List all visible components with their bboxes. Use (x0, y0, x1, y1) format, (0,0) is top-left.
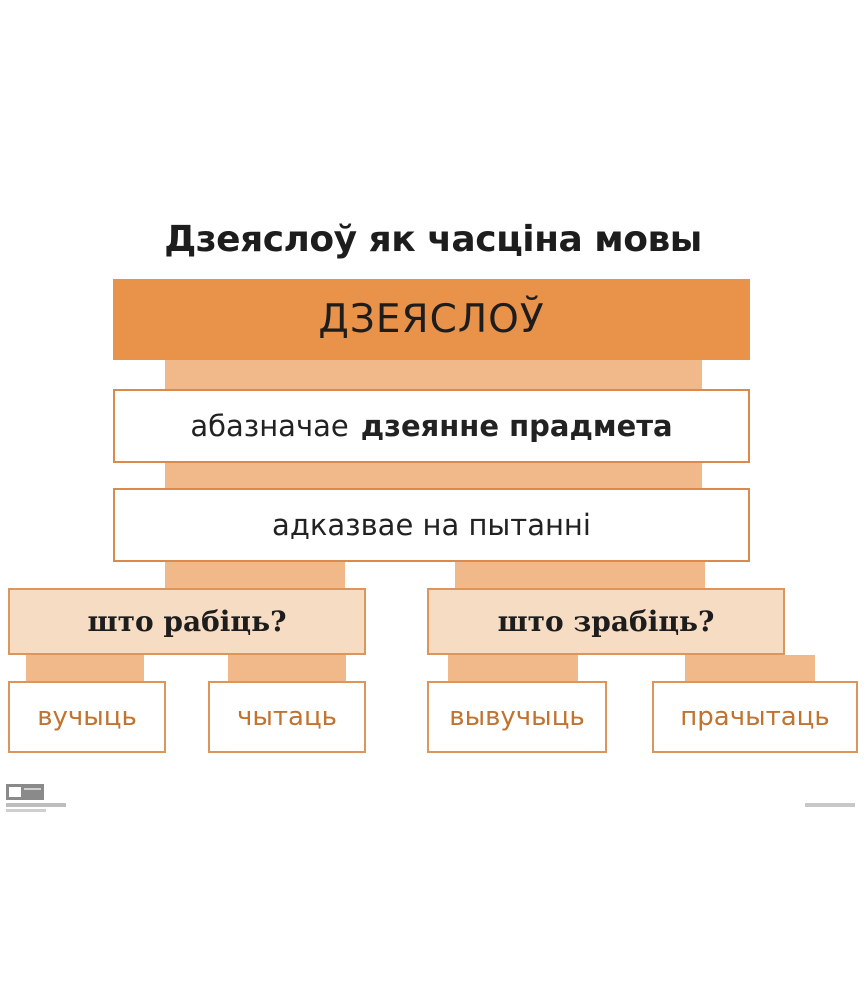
footnote-left (6, 803, 66, 807)
header-bar: ДЗЕЯСЛОЎ (113, 279, 750, 360)
example-label: прачытаць (680, 702, 830, 732)
connector-question-right (455, 562, 705, 588)
connector-question-left (165, 562, 345, 588)
question-label: адказвае на пытанні (272, 508, 591, 542)
meaning-box: абазначае дзеянне прадмета (113, 389, 750, 463)
publisher-logo-line (24, 788, 41, 790)
diagram-title: Дзеяслоў як часціна мовы (164, 219, 702, 260)
example-box: чытаць (208, 681, 366, 753)
branch-question-left: што рабіць? (8, 588, 366, 655)
branch-question-right-label: што зрабіць? (497, 605, 715, 638)
connector-right-example-2 (685, 655, 815, 681)
header-label: ДЗЕЯСЛОЎ (318, 297, 545, 342)
footnote-right (805, 803, 855, 807)
example-box: вучыць (8, 681, 166, 753)
meaning-bold: дзеянне прадмета (360, 409, 673, 443)
connector-header-meaning (165, 360, 702, 389)
meaning-prefix: абазначае (190, 409, 349, 443)
connector-left-example-2 (228, 655, 346, 681)
example-label: вучыць (37, 702, 137, 732)
example-box: прачытаць (652, 681, 858, 753)
branch-question-right: што зрабіць? (427, 588, 785, 655)
example-label: чытаць (237, 702, 337, 732)
connector-right-example-1 (448, 655, 578, 681)
question-box: адказвае на пытанні (113, 488, 750, 562)
publisher-logo-mark (9, 787, 21, 797)
connector-left-example-1 (26, 655, 144, 681)
branch-question-left-label: што рабіць? (87, 605, 287, 638)
footnote-left-secondary (6, 809, 46, 812)
example-box: вывучыць (427, 681, 607, 753)
connector-meaning-question (165, 463, 702, 488)
publisher-logo (6, 784, 44, 800)
example-label: вывучыць (449, 702, 585, 732)
